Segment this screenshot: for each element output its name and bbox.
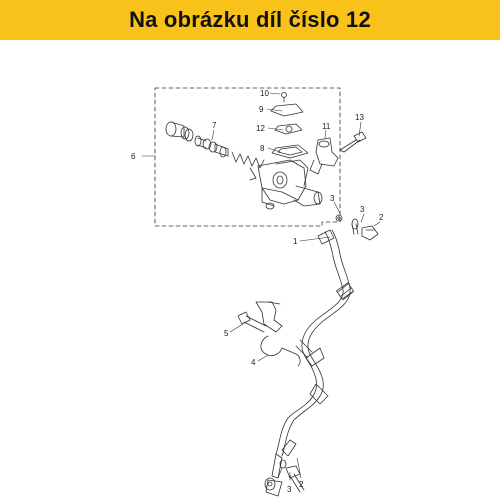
callout-labels: 10 9 7 12 8 11 13 6 3 2 1 5 4 3 3 2 bbox=[131, 89, 384, 494]
assembly-boundary bbox=[154, 87, 341, 227]
banner-title: Na obrázku díl číslo 12 bbox=[129, 7, 371, 32]
banjo-bolt-top bbox=[335, 214, 379, 241]
master-cylinder-body bbox=[257, 159, 323, 210]
diaphragm bbox=[271, 144, 309, 159]
callout-8: 8 bbox=[260, 144, 265, 153]
callout-3-top-b: 3 bbox=[360, 205, 365, 214]
page-banner: Na obrázku díl číslo 12 bbox=[0, 0, 500, 40]
hose-elbow bbox=[309, 137, 339, 175]
callout-9: 9 bbox=[259, 105, 264, 114]
callout-2-top: 2 bbox=[379, 213, 384, 222]
callout-10: 10 bbox=[260, 89, 269, 98]
callout-12: 12 bbox=[256, 124, 265, 133]
parts-diagram: 10 9 7 12 8 11 13 6 3 2 1 5 4 3 3 2 bbox=[0, 40, 500, 500]
callout-13: 13 bbox=[355, 113, 364, 122]
callout-7: 7 bbox=[212, 121, 217, 130]
cap-plate bbox=[274, 123, 303, 135]
banjo-bolt-bottom bbox=[264, 459, 305, 493]
callout-1: 1 bbox=[293, 237, 298, 246]
hose-bracket bbox=[255, 301, 301, 367]
exploded-view: 10 9 7 12 8 11 13 6 3 2 1 5 4 3 3 2 bbox=[131, 87, 384, 497]
callout-4: 4 bbox=[251, 358, 256, 367]
piston-kit bbox=[165, 121, 265, 181]
reservoir-screw bbox=[281, 92, 287, 103]
bracket-bolt bbox=[237, 311, 267, 333]
callout-3-bottom: 3 bbox=[287, 485, 292, 494]
callout-11: 11 bbox=[322, 122, 331, 131]
callout-5: 5 bbox=[224, 329, 229, 338]
bolt-13 bbox=[339, 131, 367, 153]
callout-6: 6 bbox=[131, 152, 136, 161]
callout-2-bottom: 2 bbox=[299, 480, 304, 489]
callout-3-top-a: 3 bbox=[330, 194, 335, 203]
brake-hose bbox=[265, 229, 355, 497]
reservoir-cap bbox=[270, 103, 304, 117]
